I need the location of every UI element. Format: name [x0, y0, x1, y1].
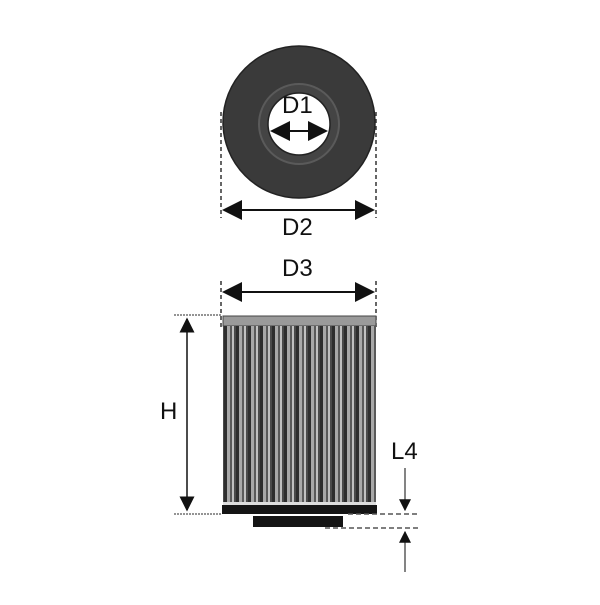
- label-h: H: [160, 398, 178, 425]
- flange: [253, 516, 343, 527]
- label-d1: D1: [282, 92, 313, 119]
- pleated-media: [223, 326, 376, 502]
- top-view-ring: [222, 45, 376, 199]
- label-d3: D3: [282, 255, 313, 282]
- top-cap: [222, 315, 377, 327]
- label-d2: D2: [282, 214, 313, 241]
- base-plate: [222, 505, 377, 514]
- side-view-filter: [222, 315, 377, 527]
- label-l4: L4: [391, 438, 418, 465]
